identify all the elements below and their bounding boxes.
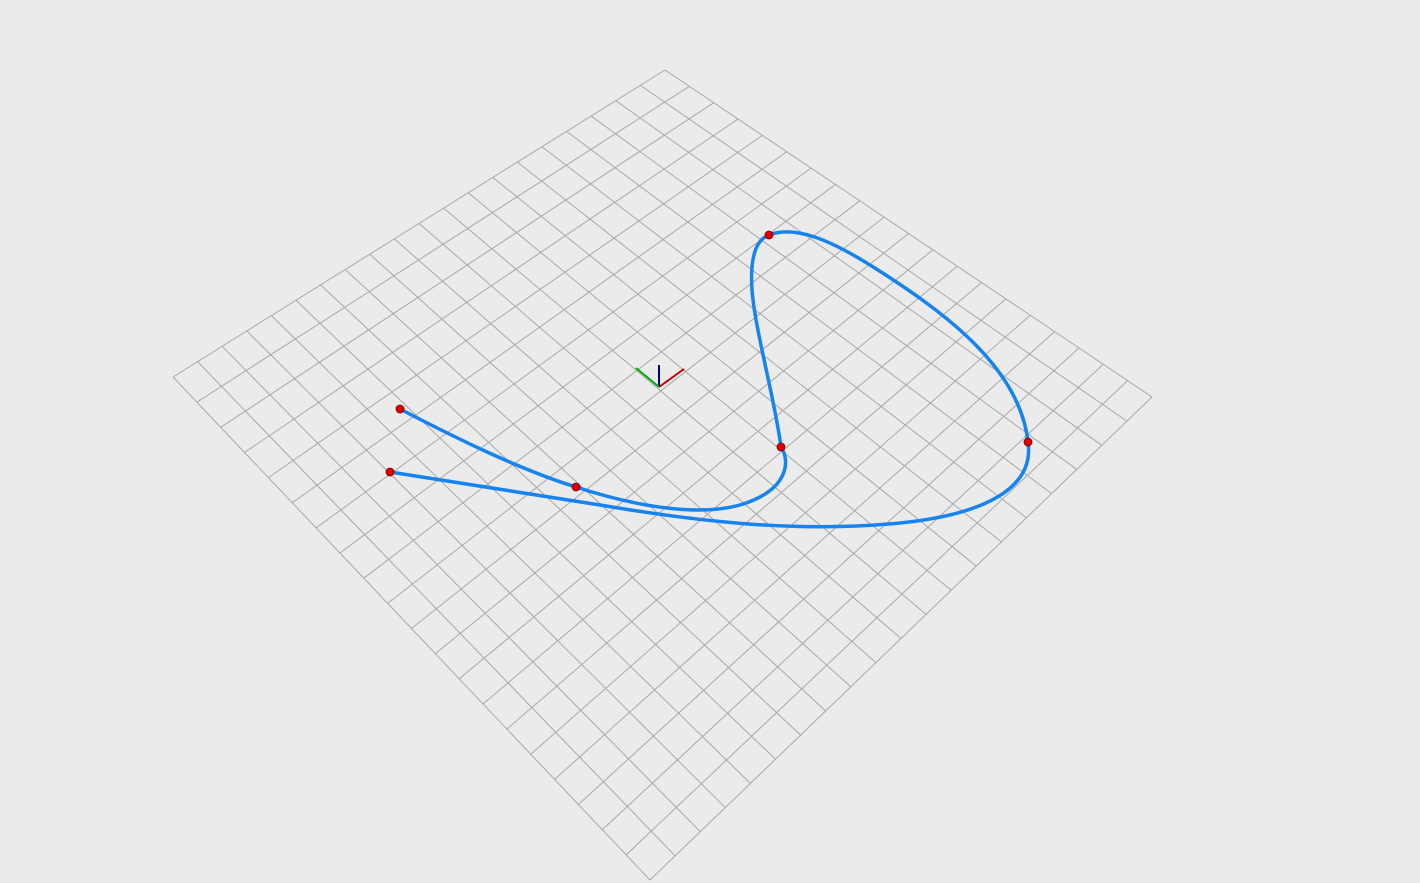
- grid-line-b: [435, 249, 934, 655]
- ground-grid: [172, 69, 1153, 881]
- grid-line-b: [601, 363, 1104, 831]
- control-point-5[interactable]: [1023, 437, 1033, 447]
- control-point-6[interactable]: [385, 467, 395, 477]
- control-point-1[interactable]: [395, 404, 405, 414]
- control-point-4[interactable]: [764, 230, 774, 240]
- grid-line-a: [517, 161, 1002, 543]
- grid-line-a: [492, 177, 977, 567]
- spline-curve[interactable]: [388, 230, 1031, 529]
- grid-line-a: [590, 115, 1077, 470]
- control-point-2[interactable]: [571, 482, 581, 492]
- grid-line-b: [506, 298, 1007, 730]
- grid-line-b: [482, 282, 982, 705]
- control-point-3[interactable]: [776, 442, 786, 452]
- grid-line-a: [541, 146, 1027, 519]
- z-axis-line: [635, 367, 660, 388]
- grid-line-b: [411, 233, 909, 629]
- grid-line-b: [458, 265, 958, 680]
- grid-line-b: [649, 396, 1153, 881]
- control-points[interactable]: [385, 230, 1033, 492]
- grid-line-b: [625, 380, 1128, 856]
- grid-line-b: [530, 314, 1031, 755]
- x-axis-line: [658, 368, 685, 388]
- grid-line-b: [554, 331, 1055, 780]
- grid-line-a: [640, 84, 1128, 422]
- axes-helper: [635, 365, 685, 388]
- grid-line-a: [664, 69, 1153, 398]
- grid-line-a: [615, 100, 1103, 446]
- grid-line-b: [578, 347, 1080, 805]
- grid-line-a: [566, 130, 1052, 495]
- grid-line-a: [443, 207, 927, 615]
